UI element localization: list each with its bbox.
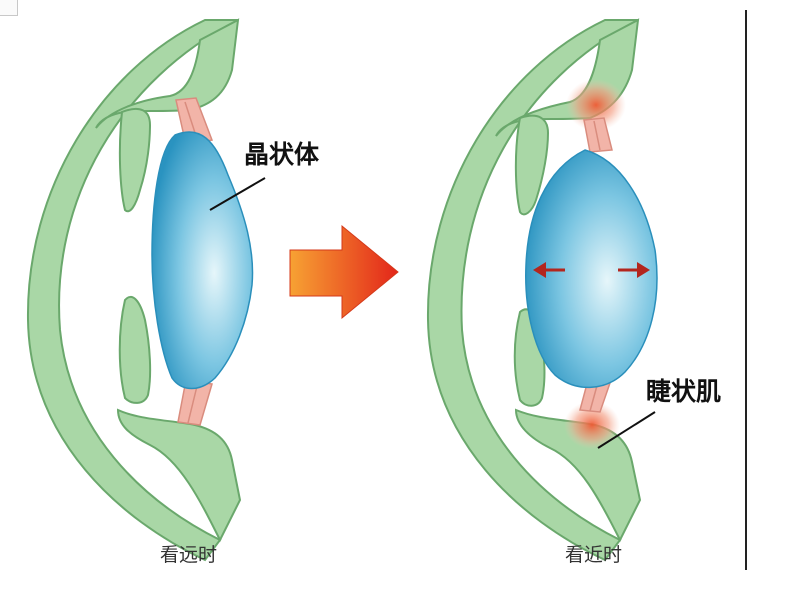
near-caption: 看近时 <box>565 544 623 566</box>
right-lens <box>525 149 658 389</box>
left-eye-distance <box>26 18 266 562</box>
contraction-glow-top <box>566 79 626 131</box>
transition-arrow <box>289 224 399 320</box>
expand-arrow-left <box>533 262 565 278</box>
left-iris-top <box>118 107 152 213</box>
far-caption: 看远时 <box>160 544 218 566</box>
right-cornea <box>426 19 639 562</box>
left-cornea <box>26 19 239 562</box>
right-iris-top <box>514 114 550 216</box>
ciliary-pointer-line <box>597 411 656 449</box>
left-ciliary-body-bottom <box>116 408 242 543</box>
expand-arrow-right <box>618 262 650 278</box>
lens-pointer-line <box>209 177 266 211</box>
left-lens <box>151 131 254 390</box>
left-iris-bottom <box>118 295 152 404</box>
right-divider-line <box>745 10 747 570</box>
right-eye-near <box>426 18 658 562</box>
contraction-glow-bottom <box>564 401 620 449</box>
right-zonule-top <box>583 117 613 153</box>
lens-label: 晶状体 <box>244 140 320 169</box>
corner-mark <box>0 0 18 16</box>
left-ciliary-body-top <box>95 18 240 129</box>
ciliary-muscle-label: 睫状肌 <box>646 377 722 406</box>
